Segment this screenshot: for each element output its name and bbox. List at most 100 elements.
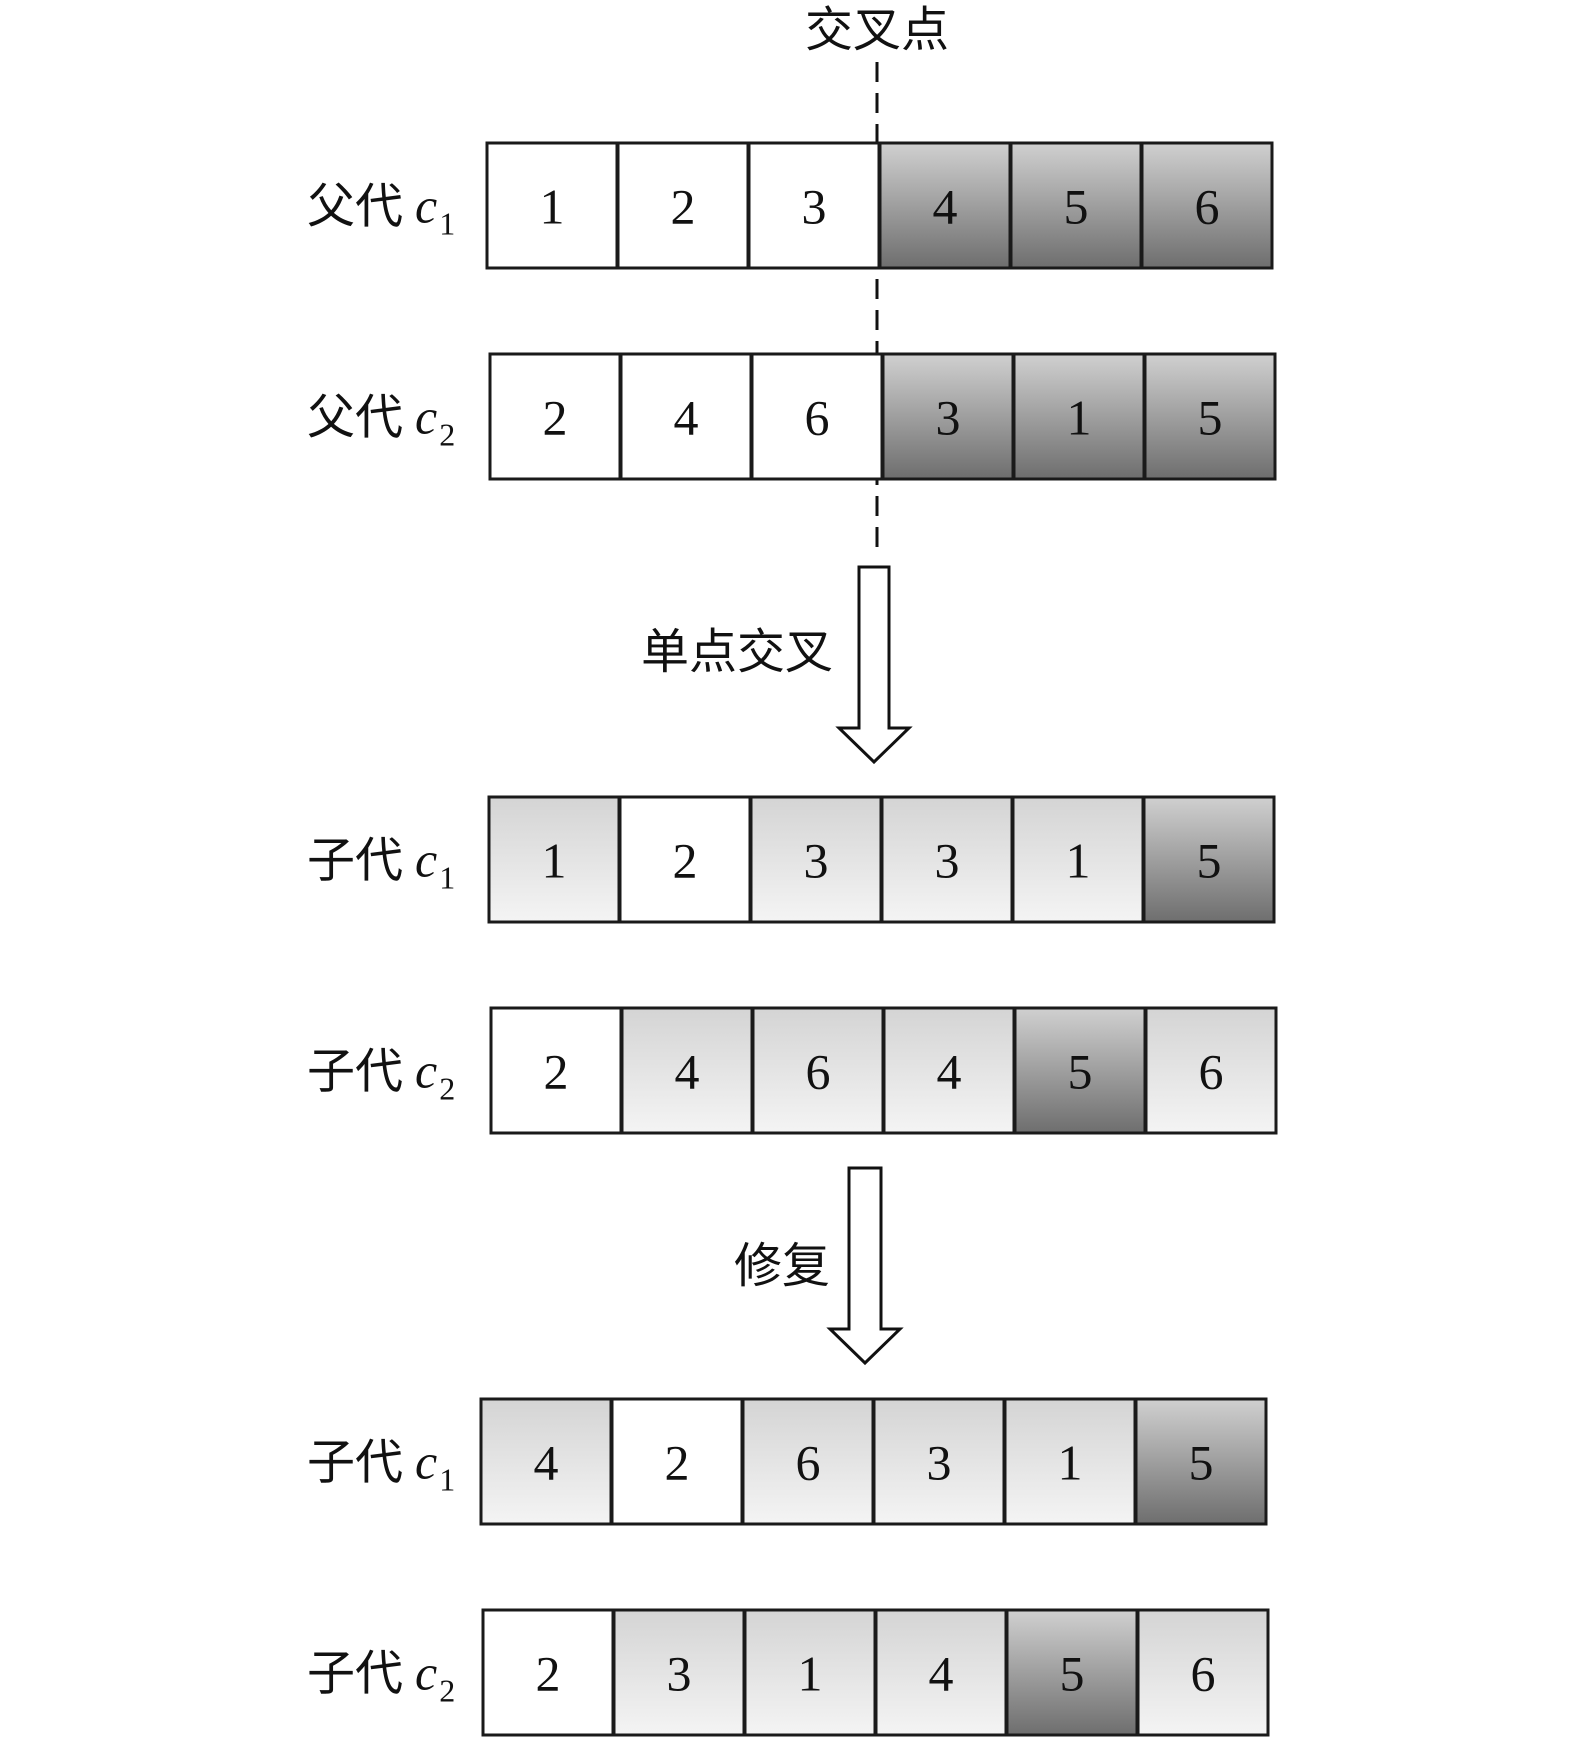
- row-label-subscript: 2: [439, 1673, 455, 1709]
- gene-cell-box: [751, 1006, 885, 1135]
- row-label-subscript: 2: [439, 1071, 455, 1107]
- gene-cell: 4: [620, 1006, 754, 1135]
- repair-label: 修复: [734, 1238, 830, 1294]
- gene-cell: 4: [619, 352, 753, 481]
- gene-cell: 2: [610, 1397, 744, 1526]
- gene-cell-box: [741, 1397, 875, 1526]
- gene-cell-box: [1134, 1397, 1268, 1526]
- gene-cell: 6: [1136, 1608, 1270, 1737]
- gene-cell: 6: [1140, 141, 1274, 270]
- gene-cell: 6: [1144, 1006, 1278, 1135]
- row-label-prefix: 子代: [307, 1435, 403, 1491]
- gene-value: 1: [540, 179, 565, 235]
- gene-value: 1: [798, 1646, 823, 1702]
- gene-value: 2: [544, 1044, 569, 1100]
- gene-value: 4: [933, 179, 958, 235]
- gene-value: 3: [936, 390, 961, 446]
- gene-cell: 4: [878, 141, 1012, 270]
- gene-cell: 2: [616, 141, 750, 270]
- row-label-prefix: 子代: [307, 1646, 403, 1702]
- gene-value: 5: [1064, 179, 1089, 235]
- gene-cell: 6: [751, 1006, 885, 1135]
- down-arrow-icon: [835, 565, 913, 765]
- row-label-prefix: 子代: [307, 1044, 403, 1100]
- gene-cell-box: [1136, 1608, 1270, 1737]
- gene-value: 6: [1199, 1044, 1224, 1100]
- single-point-crossover-arrow: 单点交叉: [641, 565, 913, 765]
- gene-value: 4: [675, 1044, 700, 1100]
- row-label-prefix: 父代: [307, 390, 403, 446]
- row-label-prefix: 父代: [307, 179, 403, 235]
- gene-cell: 3: [872, 1397, 1006, 1526]
- gene-cell: 2: [481, 1608, 615, 1737]
- gene-cell: 1: [743, 1608, 877, 1737]
- gene-value: 4: [929, 1646, 954, 1702]
- gene-cell: 3: [747, 141, 881, 270]
- gene-value: 6: [796, 1435, 821, 1491]
- gene-value: 3: [935, 833, 960, 889]
- gene-cell: 3: [749, 795, 883, 924]
- gene-cell-box: [619, 352, 753, 481]
- gene-cell: 3: [880, 795, 1014, 924]
- gene-cell-box: [872, 1397, 1006, 1526]
- gene-value: 2: [671, 179, 696, 235]
- gene-cell-box: [618, 795, 752, 924]
- gene-cell-box: [479, 1397, 613, 1526]
- gene-value: 5: [1197, 833, 1222, 889]
- gene-cell-box: [1143, 352, 1277, 481]
- gene-cell-box: [880, 795, 1014, 924]
- gene-cell-box: [1142, 795, 1276, 924]
- gene-cell: 4: [874, 1608, 1008, 1737]
- gene-cell: 1: [487, 795, 621, 924]
- gene-value: 4: [534, 1435, 559, 1491]
- gene-cell: 1: [1011, 795, 1145, 924]
- row-label-subscript: 2: [439, 417, 455, 453]
- gene-cell: 5: [1142, 795, 1276, 924]
- gene-cell-box: [1013, 1006, 1147, 1135]
- gene-cell-box: [1140, 141, 1274, 270]
- gene-cell-box: [743, 1608, 877, 1737]
- down-arrow-icon: [826, 1166, 904, 1366]
- row-label-variable: c: [415, 1043, 437, 1099]
- gene-value: 1: [1067, 390, 1092, 446]
- gene-cell-box: [1003, 1397, 1137, 1526]
- gene-cell-box: [1005, 1608, 1139, 1737]
- gene-cell-box: [616, 141, 750, 270]
- gene-cell: 3: [612, 1608, 746, 1737]
- row-label-variable: c: [415, 1434, 437, 1490]
- gene-cell-box: [610, 1397, 744, 1526]
- gene-value: 3: [927, 1435, 952, 1491]
- gene-cell-box: [881, 352, 1015, 481]
- gene-value: 2: [543, 390, 568, 446]
- gene-value: 1: [542, 833, 567, 889]
- gene-value: 2: [673, 833, 698, 889]
- gene-value: 5: [1198, 390, 1223, 446]
- gene-value: 1: [1058, 1435, 1083, 1491]
- row-label-variable: c: [415, 1645, 437, 1701]
- gene-value: 5: [1060, 1646, 1085, 1702]
- gene-cell: 2: [618, 795, 752, 924]
- gene-value: 5: [1068, 1044, 1093, 1100]
- row-label-subscript: 1: [439, 206, 455, 242]
- gene-cell-box: [485, 141, 619, 270]
- row-label-subscript: 1: [439, 1462, 455, 1498]
- gene-cell: 5: [1005, 1608, 1139, 1737]
- row-label-subscript: 1: [439, 860, 455, 896]
- gene-cell: 6: [741, 1397, 875, 1526]
- gene-cell-box: [481, 1608, 615, 1737]
- gene-value: 6: [1191, 1646, 1216, 1702]
- gene-cell-box: [747, 141, 881, 270]
- gene-cell: 5: [1009, 141, 1143, 270]
- gene-value: 6: [805, 390, 830, 446]
